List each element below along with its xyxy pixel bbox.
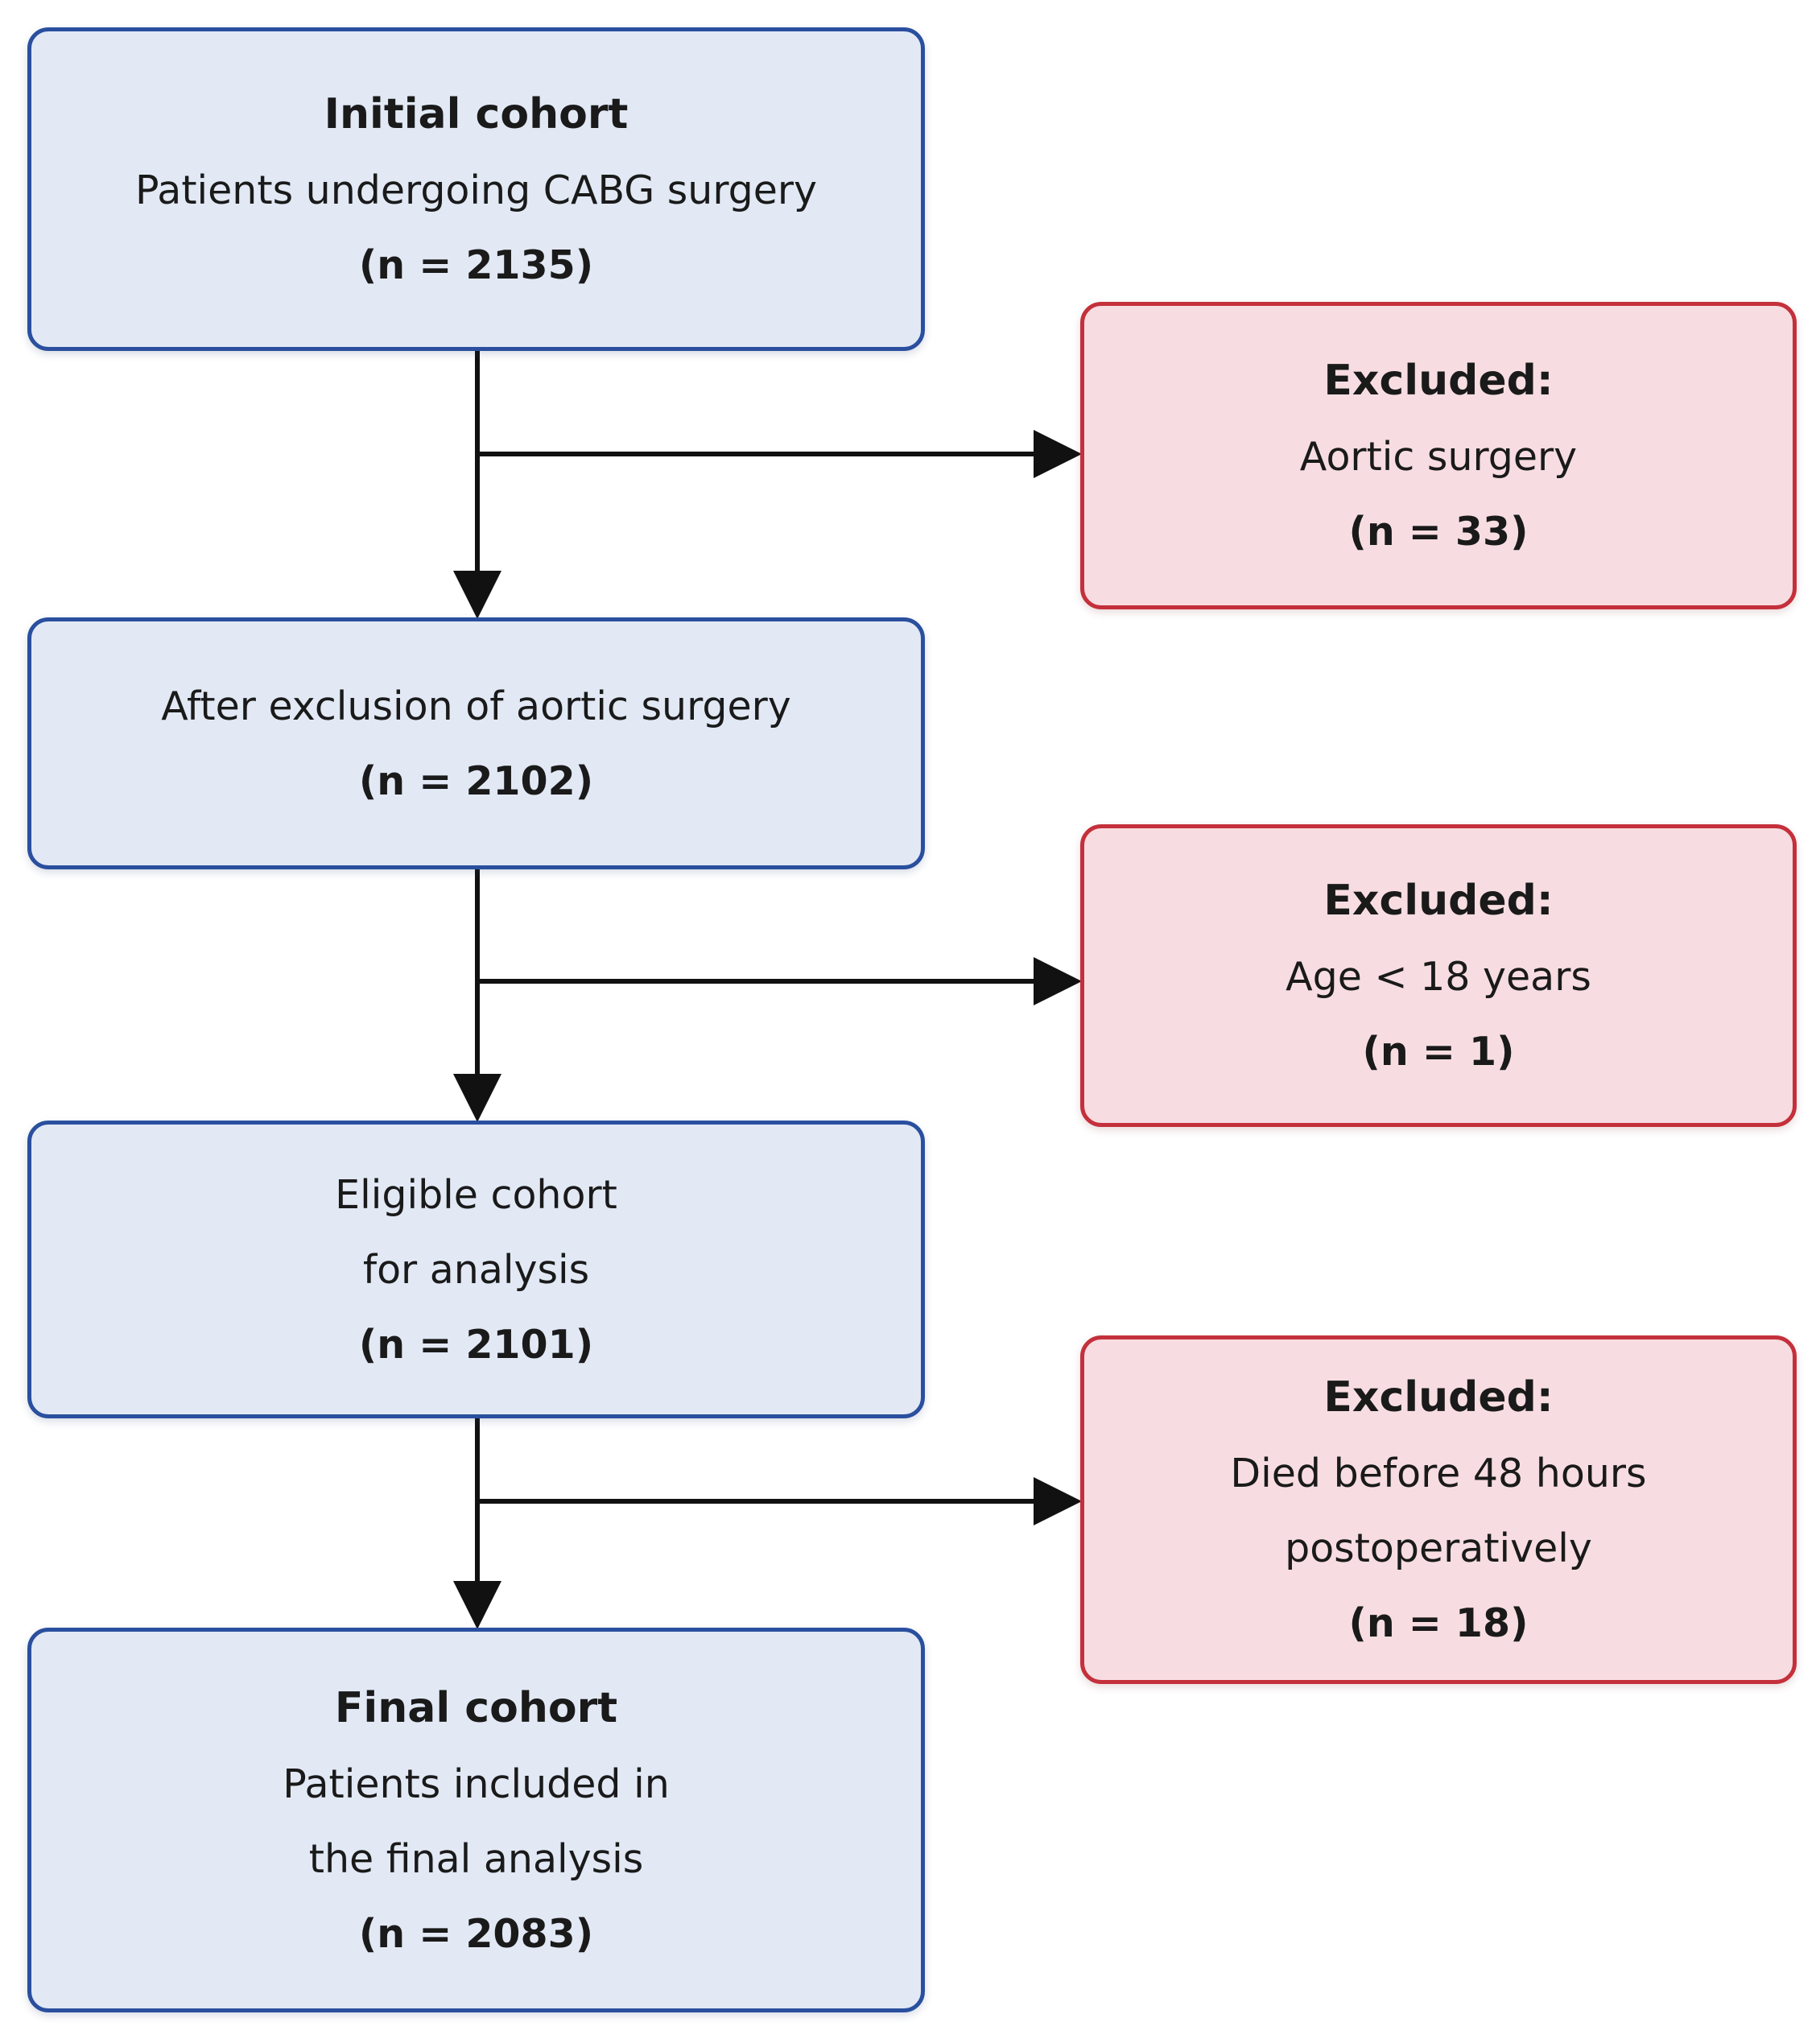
exclusion-death-reason-line-2: postoperatively (1285, 1525, 1592, 1571)
exclusion-box-age: Excluded: Age < 18 years (n = 1) (1080, 824, 1797, 1127)
eligible-cohort-line-1: Eligible cohort (335, 1171, 617, 1218)
exclusion-death-reason-line-1: Died before 48 hours (1230, 1451, 1647, 1496)
after-aortic-exclusion-count: (n = 2102) (358, 757, 594, 804)
exclusion-aortic-count: (n = 33) (1348, 509, 1529, 555)
exclusion-box-death: Excluded: Died before 48 hours postopera… (1080, 1335, 1797, 1684)
final-cohort-title: Final cohort (334, 1683, 618, 1732)
exclusion-aortic-reason: Aortic surgery (1299, 434, 1578, 480)
eligible-cohort-box: Eligible cohort for analysis (n = 2101) (27, 1121, 925, 1418)
initial-cohort-box: Initial cohort Patients undergoing CABG … (27, 27, 925, 351)
exclusion-death-count: (n = 18) (1348, 1600, 1529, 1646)
exclusion-box-aortic: Excluded: Aortic surgery (n = 33) (1080, 302, 1797, 609)
initial-cohort-description: Patients undergoing CABG surgery (134, 167, 818, 213)
exclusion-age-reason: Age < 18 years (1286, 954, 1591, 1000)
initial-cohort-title: Initial cohort (324, 90, 629, 138)
initial-cohort-count: (n = 2135) (358, 242, 594, 288)
final-cohort-line-1: Patients included in (283, 1760, 670, 1807)
exclusion-age-count: (n = 1) (1362, 1029, 1515, 1075)
eligible-cohort-count: (n = 2101) (358, 1321, 594, 1368)
after-aortic-exclusion-box: After exclusion of aortic surgery (n = 2… (27, 617, 925, 869)
exclusion-aortic-title: Excluded: (1323, 357, 1554, 405)
exclusion-death-title: Excluded: (1323, 1373, 1554, 1422)
final-cohort-count: (n = 2083) (358, 1910, 594, 1957)
final-cohort-box: Final cohort Patients included in the fi… (27, 1628, 925, 2012)
final-cohort-line-2: the final analysis (308, 1835, 644, 1882)
eligible-cohort-line-2: for analysis (362, 1246, 590, 1293)
exclusion-age-title: Excluded: (1323, 877, 1554, 925)
after-aortic-exclusion-description: After exclusion of aortic surgery (161, 683, 791, 729)
